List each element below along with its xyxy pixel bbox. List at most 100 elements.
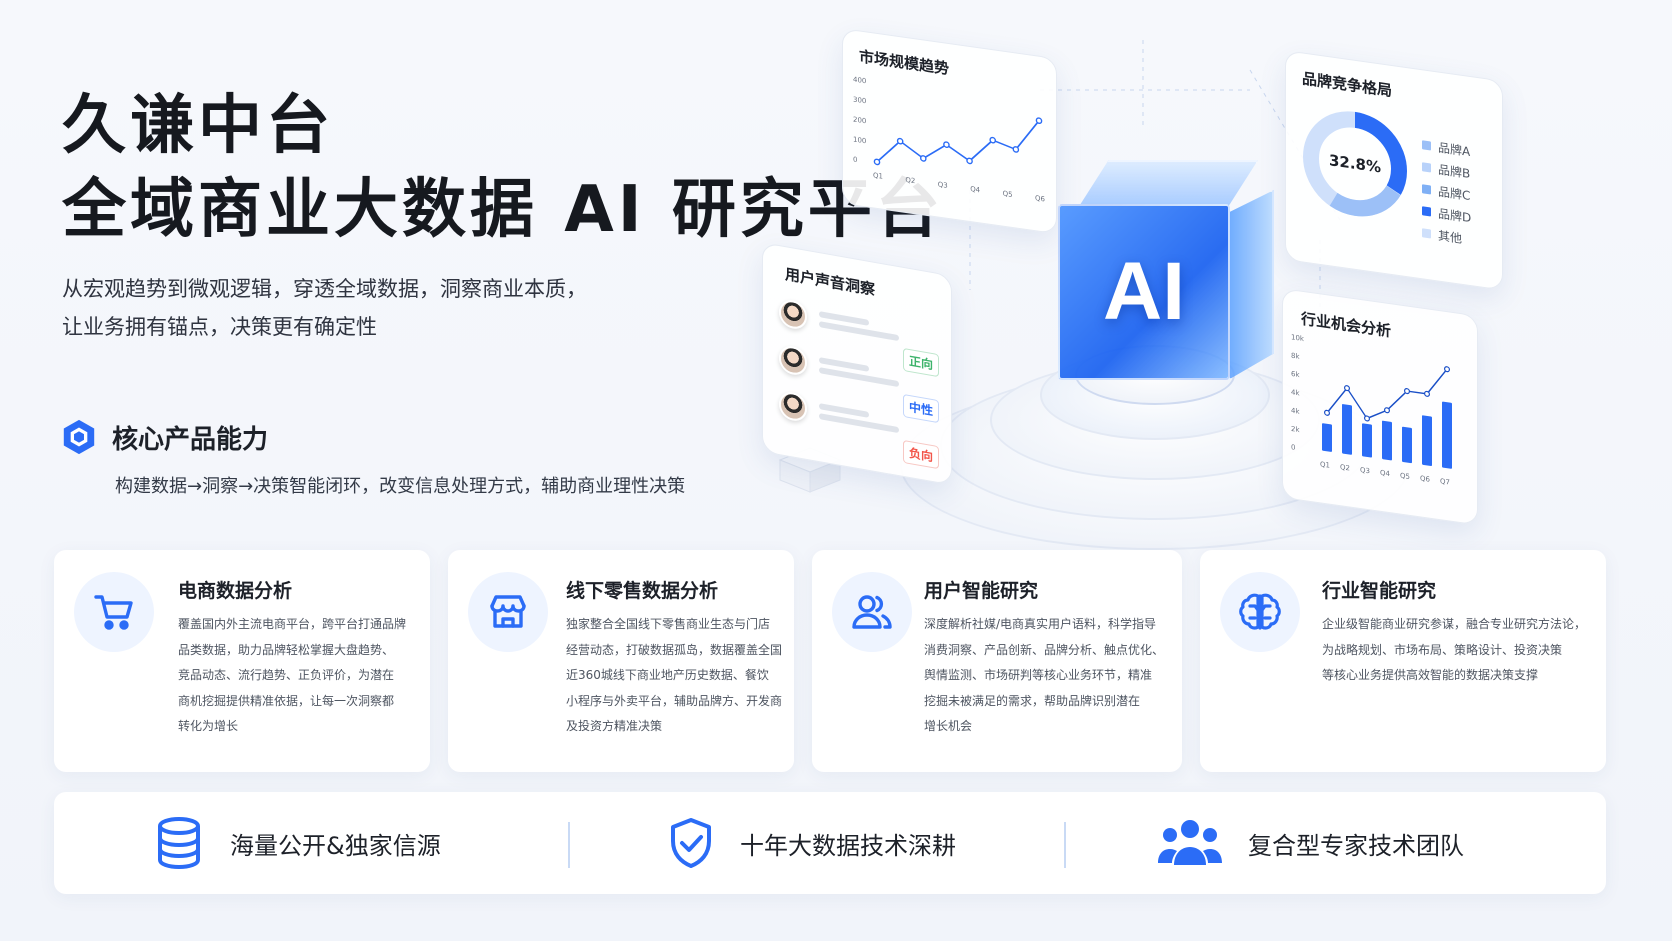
- card-title: 用户智能研究: [924, 580, 1039, 602]
- hexagon-icon: [63, 419, 95, 455]
- feature-card-offline-retail[interactable]: 线下零售数据分析 独家整合全国线下零售商业生态与门店经营动态，打破数据孤岛，数据…: [448, 550, 794, 772]
- brand-panel-title: 品牌竞争格局: [1302, 69, 1393, 101]
- donut-center-label: 32.8%: [1328, 151, 1382, 177]
- voice-panel-title: 用户声音洞察: [785, 265, 876, 299]
- card-desc: 独家整合全国线下零售商业生态与门店经营动态，打破数据孤岛，数据覆盖全国近360城…: [566, 617, 783, 733]
- voice-row: [779, 389, 899, 439]
- x-tick-label: Q1: [1320, 459, 1330, 469]
- trend-point: [1403, 388, 1410, 395]
- team-icon: [1158, 820, 1222, 865]
- x-tick-label: Q2: [905, 175, 915, 185]
- data-point: [943, 141, 950, 149]
- core-desc: 构建数据→洞察→决策智能闭环，改变信息处理方式，辅助商业理性决策: [115, 476, 686, 497]
- x-tick-label: Q6: [1420, 473, 1430, 483]
- store-icon: [468, 572, 548, 652]
- x-tick-label: Q3: [938, 179, 948, 189]
- card-title: 行业智能研究: [1322, 580, 1437, 602]
- bar: [1442, 401, 1452, 469]
- x-tick-label: Q4: [1380, 468, 1390, 478]
- legend-label: 品牌C: [1438, 184, 1471, 204]
- y-tick-label: 10k: [1291, 332, 1305, 343]
- voice-row: [779, 297, 899, 347]
- feature-card-ecommerce[interactable]: 电商数据分析 覆盖国内外主流电商平台，跨平台打通品牌品类数据，助力品牌轻松掌握大…: [54, 550, 430, 772]
- y-tick-label: 100: [853, 135, 866, 146]
- strip-item-tech: 十年大数据技术深耕: [668, 792, 956, 894]
- avatar: [779, 297, 807, 331]
- legend-item: 品牌B: [1422, 158, 1470, 182]
- bar: [1362, 423, 1372, 458]
- y-tick-label: 4k: [1291, 406, 1300, 416]
- bar: [1342, 404, 1352, 455]
- x-tick-label: Q2: [1340, 462, 1350, 472]
- y-tick-label: 8k: [1291, 351, 1300, 361]
- data-point: [873, 158, 881, 166]
- y-tick-label: 2k: [1291, 424, 1300, 434]
- avatar: [779, 343, 807, 377]
- legend-swatch: [1422, 140, 1431, 151]
- brand-donut-chart: [1303, 111, 1407, 217]
- database-icon: [158, 817, 200, 870]
- data-point: [896, 137, 904, 145]
- bar: [1402, 426, 1412, 464]
- legend-item: 品牌A: [1422, 136, 1470, 160]
- legend-swatch: [1422, 228, 1431, 239]
- data-point: [919, 155, 927, 162]
- sentiment-positive-tag: 正向: [903, 347, 940, 378]
- donut-slice-highlight: [1303, 111, 1407, 217]
- strip-label: 复合型专家技术团队: [1248, 831, 1464, 860]
- x-tick-label: Q5: [1003, 189, 1013, 199]
- shield-check-icon: [671, 818, 711, 868]
- feature-card-user-research[interactable]: 用户智能研究 深度解析社媒/电商真实用户语料，科学指导消费洞察、产品创新、品牌分…: [812, 550, 1182, 772]
- y-tick-label: 0: [853, 155, 857, 165]
- x-tick-label: Q5: [1400, 471, 1410, 481]
- series-line: [876, 120, 1040, 163]
- data-point: [966, 157, 973, 165]
- ai-cube-label: AI: [1103, 246, 1185, 337]
- bar: [1382, 420, 1392, 461]
- strip-item-team: 复合型专家技术团队: [1158, 792, 1464, 894]
- subtitle-line-2: 让业务拥有锚点，决策更有确定性: [62, 315, 377, 339]
- sentiment-negative-tag: 负向: [903, 439, 940, 470]
- ai-cube: AI: [1048, 160, 1288, 410]
- card-desc: 覆盖国内外主流电商平台，跨平台打通品牌品类数据，助力品牌轻松掌握大盘趋势、竞品动…: [178, 617, 407, 733]
- card-desc: 深度解析社媒/电商真实用户语料，科学指导消费洞察、产品创新、品牌分析、触点优化、…: [924, 617, 1165, 733]
- feature-card-industry-research[interactable]: 行业智能研究 企业级智能商业研究参谋，融合专业研究方法论，为战略规划、市场布局、…: [1200, 550, 1606, 772]
- legend-item: 品牌D: [1422, 202, 1471, 226]
- hero-subtitle: 从宏观趋势到微观逻辑，穿透全域数据，洞察商业本质， 让业务拥有锚点，决策更有确定…: [62, 270, 587, 346]
- trend-point: [1343, 385, 1350, 392]
- strip-label: 海量公开&独家信源: [230, 831, 441, 860]
- y-tick-label: 4k: [1291, 387, 1300, 397]
- legend-label: 品牌A: [1438, 140, 1471, 160]
- bar: [1422, 415, 1432, 466]
- subtitle-line-1: 从宏观趋势到微观逻辑，穿透全域数据，洞察商业本质，: [62, 277, 587, 301]
- users-icon: [832, 572, 912, 652]
- x-tick-label: Q3: [1360, 465, 1370, 475]
- y-tick-label: 0: [1291, 442, 1295, 452]
- card-title: 电商数据分析: [178, 580, 293, 602]
- user-voice-panel: 用户声音洞察 正向 中性 负向: [762, 242, 952, 486]
- brain-icon: [1220, 572, 1300, 652]
- x-tick-label: Q6: [1035, 193, 1045, 203]
- donut-slice: [1303, 111, 1407, 217]
- strip-label: 十年大数据技术深耕: [740, 831, 956, 860]
- y-tick-label: 200: [853, 115, 866, 126]
- trend-point: [1323, 409, 1330, 416]
- x-tick-label: Q1: [873, 170, 883, 180]
- feature-strip: 海量公开&独家信源 十年大数据技术深耕 复合型专家技术团队: [54, 792, 1606, 894]
- divider: [1064, 822, 1066, 868]
- card-desc: 企业级智能商业研究参谋，融合专业研究方法论，为战略规划、市场布局、策略设计、投资…: [1322, 617, 1587, 682]
- y-tick-label: 400: [853, 75, 866, 86]
- strip-item-data-sources: 海量公开&独家信源: [154, 792, 441, 894]
- page-title: 久谦中台 全域商业大数据 AI 研究平台: [62, 84, 944, 252]
- legend-swatch: [1422, 184, 1431, 195]
- legend-label: 品牌B: [1438, 162, 1471, 182]
- x-tick-label: Q7: [1440, 476, 1450, 486]
- trend-point: [1444, 366, 1451, 373]
- legend-item: 其他: [1422, 224, 1462, 247]
- trend-point: [1424, 390, 1431, 397]
